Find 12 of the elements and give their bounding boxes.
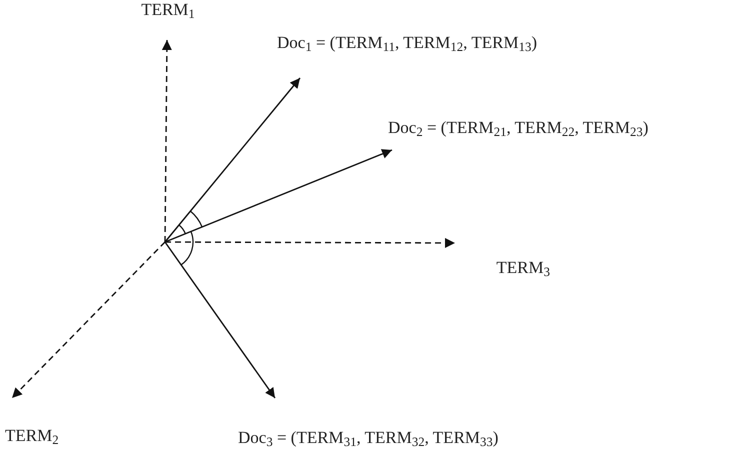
vector-label: Doc$_{2}$ = (TERM$_{21}$, TERM$_{22}$, TERM$_{23}$) [388,118,648,138]
arrow [12,242,166,398]
vector-label: TERM$_{1}$ [141,0,195,20]
arrow [164,78,301,242]
arrow [164,242,276,398]
vector-label: Doc$_{1}$ = (TERM$_{11}$, TERM$_{12}$, TERM$_{13}$) [277,33,537,53]
vector-label: TERM$_{2}$ [5,426,59,446]
vector-label: TERM$_{3}$ [496,258,550,278]
arrow [165,238,455,248]
arrow [162,40,172,242]
arrow [164,149,392,243]
vector-label: Doc$_{3}$ = (TERM$_{31}$, TERM$_{32}$, TERM$_{33}$) [238,428,498,448]
